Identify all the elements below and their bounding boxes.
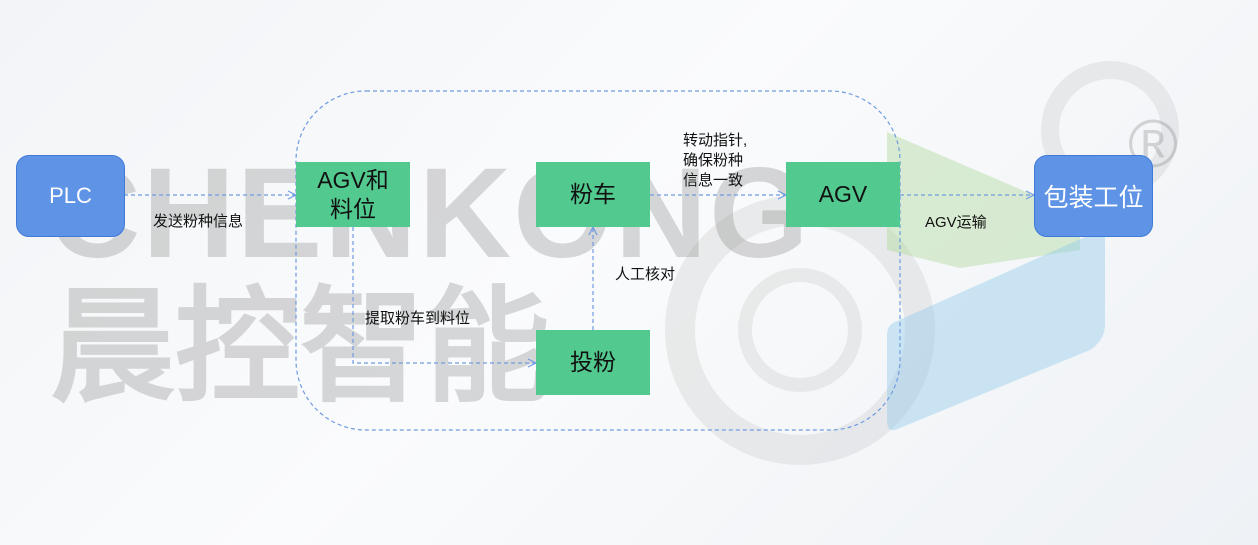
rotate-pointer-label-3: 信息一致: [683, 172, 744, 189]
feeding-label: 投粉: [570, 349, 616, 375]
plc-label: PLC: [49, 183, 92, 208]
agv-group-boundary: [295, 90, 901, 431]
agv-node: AGV: [786, 162, 900, 227]
powder-cart-label: 粉车: [570, 181, 616, 207]
agv-transport-label: AGV运输: [925, 214, 987, 231]
green-shape-decor: [887, 132, 1080, 268]
manual-check-label: 人工核对: [615, 266, 676, 283]
watermark-chinese: 晨控智能: [50, 278, 550, 417]
packing-station-label: 包装工位: [1043, 184, 1144, 212]
agv-label: AGV: [818, 181, 868, 207]
rotate-pointer-label-2: 确保粉种: [683, 152, 744, 169]
fetch-cart-label: 提取粉车到料位: [365, 310, 471, 327]
agv-station-label-2: 料位: [330, 195, 376, 222]
packing-station-node: 包装工位: [1034, 155, 1153, 237]
agv-station-label-1: AGV和: [317, 166, 389, 193]
powder-cart-node: 粉车: [536, 162, 650, 227]
arrow-station-to-feeding: [352, 227, 536, 363]
plc-node: PLC: [16, 155, 125, 237]
agv-station-node: AGV和 料位: [296, 162, 410, 227]
watermark-latin: CHENKONG: [48, 142, 811, 285]
feeding-node: 投粉: [536, 330, 650, 395]
bearing-inner-decor: [738, 268, 862, 392]
blue-shape-decor: [887, 228, 1105, 431]
send-info-label: 发送粉种信息: [153, 213, 244, 230]
rotate-pointer-label-1: 转动指针,: [683, 132, 748, 149]
